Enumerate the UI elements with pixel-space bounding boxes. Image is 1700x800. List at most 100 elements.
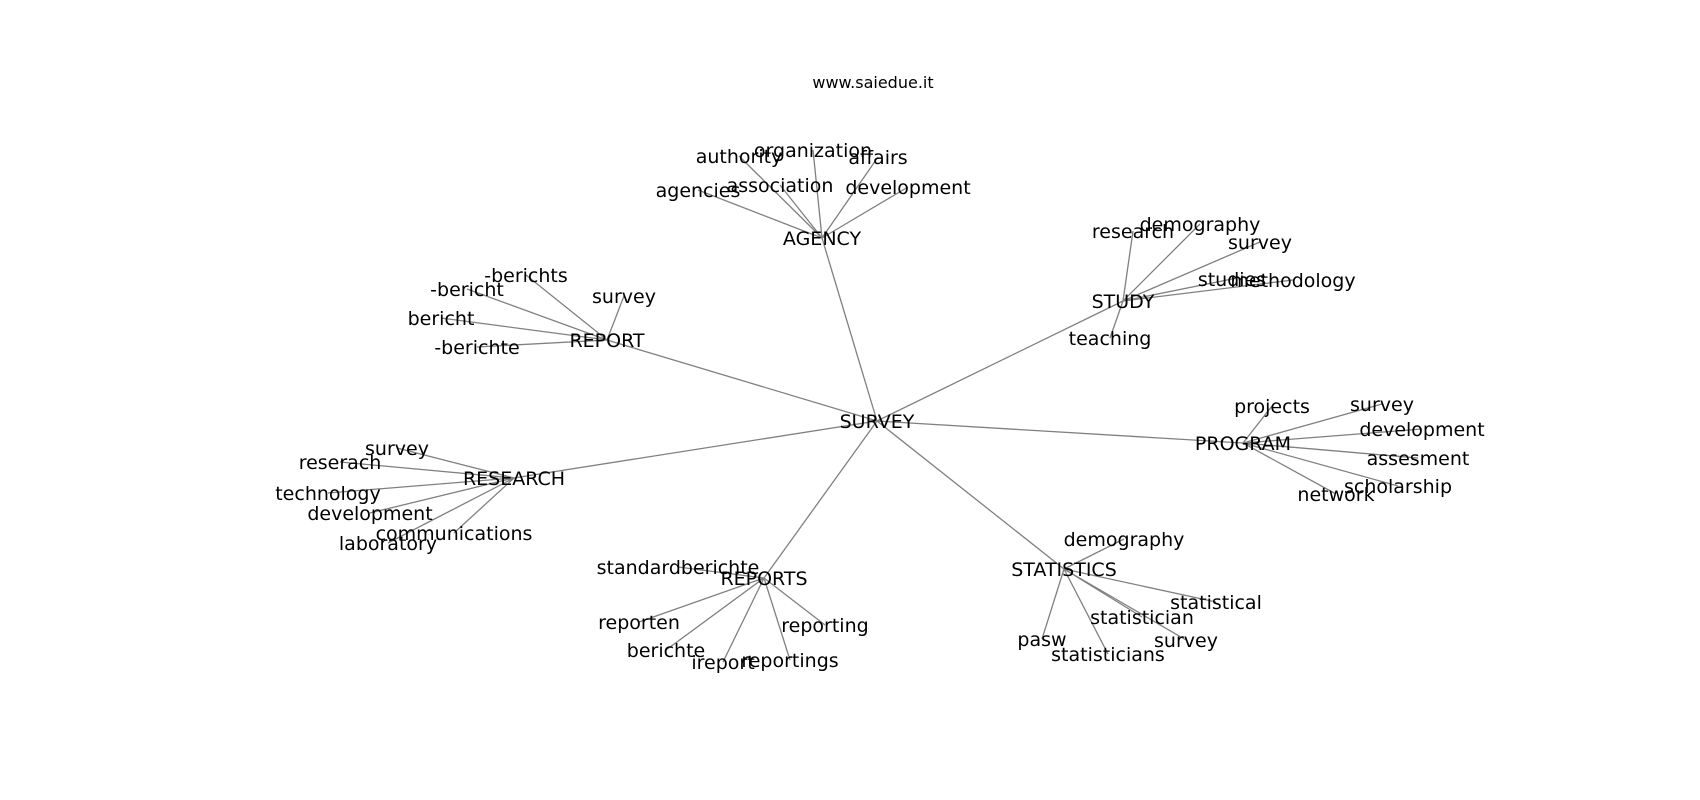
edge-report-2	[606, 295, 625, 341]
leaf-node-label: development	[845, 177, 970, 199]
edge-statistics-1	[1063, 568, 1217, 603]
edge-report-3	[440, 317, 608, 341]
leaf-node-label: survey	[1350, 394, 1414, 416]
leaf-node-label: -bericht	[430, 279, 504, 301]
leaf-node-label: statistical	[1170, 592, 1262, 614]
leaf-node-label: -berichts	[484, 265, 568, 287]
leaf-node-label: laboratory	[339, 533, 437, 555]
leaf-node-label: reserach	[299, 452, 382, 474]
label-layer: www.saiedue.it SURVEY AGENCY authorityorga…	[275, 73, 1484, 674]
leaf-node-label: teaching	[1069, 328, 1152, 350]
edge-reports-4	[722, 577, 765, 663]
edge-root-agency	[821, 237, 878, 422]
edge-research-2	[327, 477, 515, 494]
leaf-node-label: authority	[696, 146, 783, 168]
edge-research-5	[387, 477, 515, 544]
edge-root-study	[876, 300, 1124, 422]
leaf-node-label: survey	[1228, 232, 1292, 254]
leaf-node-label: pasw	[1017, 629, 1066, 651]
leaf-node-label: reportings	[741, 650, 838, 672]
edge-agency-3	[779, 184, 823, 239]
edge-reports-0	[677, 566, 765, 579]
leaf-node-label: projects	[1234, 396, 1310, 418]
root-node-label: SURVEY	[840, 411, 915, 433]
hub-node-label: REPORTS	[720, 568, 807, 590]
leaf-node-label: survey	[592, 286, 656, 308]
edge-report-1	[466, 288, 608, 341]
leaf-node-label: scholarship	[1344, 476, 1452, 498]
hub-node-label: STATISTICS	[1011, 559, 1117, 581]
edge-reports-1	[638, 577, 765, 623]
edge-research-0	[396, 447, 515, 479]
leaf-node-label: reporten	[598, 612, 680, 634]
leaf-node-label: statistician	[1090, 607, 1194, 629]
leaf-node-label: standardberichte	[597, 557, 760, 579]
edge-study-3	[1122, 278, 1233, 302]
edge-program-4	[1242, 442, 1399, 487]
leaf-node-label: reporting	[781, 615, 868, 637]
edge-root-report	[606, 339, 878, 422]
edge-reports-2	[763, 577, 826, 626]
edge-report-0	[525, 274, 608, 341]
leaf-node-label: agencies	[656, 180, 741, 202]
edge-research-3	[369, 477, 515, 514]
leaf-node-label: bericht	[408, 308, 475, 330]
edge-root-statistics	[876, 420, 1065, 570]
hub-node-label: AGENCY	[783, 228, 862, 250]
edge-study-4	[1122, 279, 1294, 302]
leaf-node-label: demography	[1140, 214, 1261, 236]
edge-report-4	[476, 339, 608, 348]
edge-statistics-5	[1063, 568, 1109, 655]
leaf-node-label: berichte	[627, 640, 705, 662]
leaf-node-label: research	[1092, 221, 1174, 243]
graph-title: www.saiedue.it	[812, 73, 933, 92]
leaf-node-label: demography	[1064, 529, 1185, 551]
edge-reports-5	[763, 577, 791, 661]
edge-study-0	[1122, 230, 1134, 302]
edge-program-0	[1242, 405, 1273, 444]
edge-root-program	[876, 420, 1244, 444]
leaf-node-label: ireport	[691, 652, 754, 674]
leaf-node-label: studies	[1198, 269, 1266, 291]
leaf-node-label: communications	[376, 523, 533, 545]
leaf-node-label: association	[727, 175, 834, 197]
hub-node-label: REPORT	[569, 330, 644, 352]
hub-node-label: STUDY	[1092, 291, 1155, 313]
edge-program-1	[1242, 403, 1383, 444]
leaf-node-label: assesment	[1367, 448, 1470, 470]
leaf-node-label: development	[307, 503, 432, 525]
edge-reports-3	[665, 577, 765, 651]
edge-study-1	[1122, 223, 1201, 302]
leaf-node-label: organization	[754, 140, 872, 162]
edge-research-1	[339, 461, 515, 479]
edge-agency-4	[697, 189, 823, 239]
leaf-node-label: technology	[275, 483, 381, 505]
leaf-node-label: survey	[1154, 630, 1218, 652]
edge-root-research	[513, 420, 878, 479]
edge-agency-5	[821, 186, 909, 239]
leaf-node-label: -berichte	[434, 337, 519, 359]
edge-statistics-0	[1063, 538, 1125, 570]
edge-statistics-4	[1041, 568, 1065, 640]
leaf-node-label: survey	[365, 438, 429, 460]
edge-research-4	[453, 477, 515, 534]
leaf-node-label: network	[1297, 484, 1374, 506]
edge-program-5	[1242, 442, 1337, 495]
hub-node-label: PROGRAM	[1195, 433, 1291, 455]
leaf-node-label: development	[1359, 419, 1484, 441]
edge-layer	[327, 149, 1423, 663]
edge-root-reports	[763, 420, 878, 579]
leaf-node-label: affairs	[848, 147, 907, 169]
hub-node-label: RESEARCH	[463, 468, 565, 490]
edge-program-2	[1242, 428, 1423, 444]
edge-agency-1	[812, 149, 823, 239]
leaf-node-label: statisticians	[1051, 644, 1165, 666]
leaf-node-label: methodology	[1230, 270, 1355, 292]
edge-program-3	[1242, 442, 1419, 459]
edge-agency-2	[821, 156, 879, 239]
edge-study-2	[1122, 241, 1261, 302]
edge-agency-0	[738, 155, 823, 239]
edge-statistics-3	[1063, 568, 1187, 641]
edge-study-5	[1109, 300, 1124, 339]
